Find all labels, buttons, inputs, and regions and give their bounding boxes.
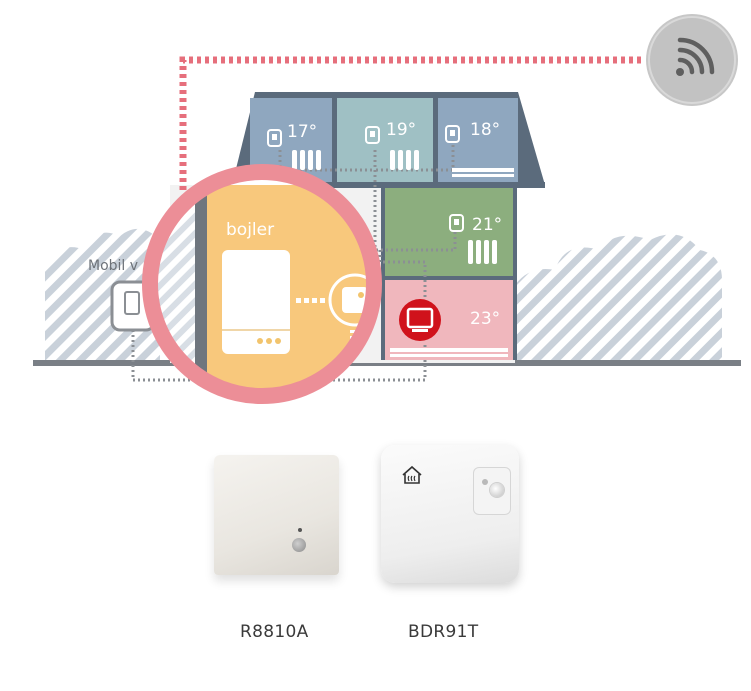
- room-temp: 23°: [470, 309, 500, 329]
- room-temp: 21°: [472, 215, 502, 235]
- wireless-link: [179, 56, 645, 190]
- button-cover: [473, 467, 511, 515]
- room-temp: 19°: [386, 120, 416, 140]
- home-heat-icon: [402, 465, 422, 484]
- button-icon: [292, 538, 306, 552]
- status-led: [298, 528, 302, 532]
- red-controller-icon: [399, 299, 441, 341]
- r8810a-device-image: [214, 455, 339, 575]
- wifi-icon: [646, 14, 738, 106]
- room-thermostats: 17° 19° 18° 21° 23°: [267, 120, 502, 329]
- mobile-label: Mobil v: [88, 258, 138, 274]
- bdr91t-device-image: [381, 445, 519, 583]
- led-icon: [482, 479, 488, 485]
- room-temp: 17°: [287, 122, 317, 142]
- boiler-label: bojler: [226, 220, 274, 240]
- button-icon: [490, 483, 504, 497]
- bdr91t-label: BDR91T: [408, 622, 479, 642]
- zoom-magnifier: bojler: [142, 164, 382, 404]
- radiators: [292, 150, 514, 357]
- r8810a-label: R8810A: [240, 622, 309, 642]
- room-green: [385, 188, 513, 276]
- room-temp: 18°: [470, 120, 500, 140]
- boiler-unit: [222, 250, 290, 354]
- hedge-right: [515, 234, 722, 362]
